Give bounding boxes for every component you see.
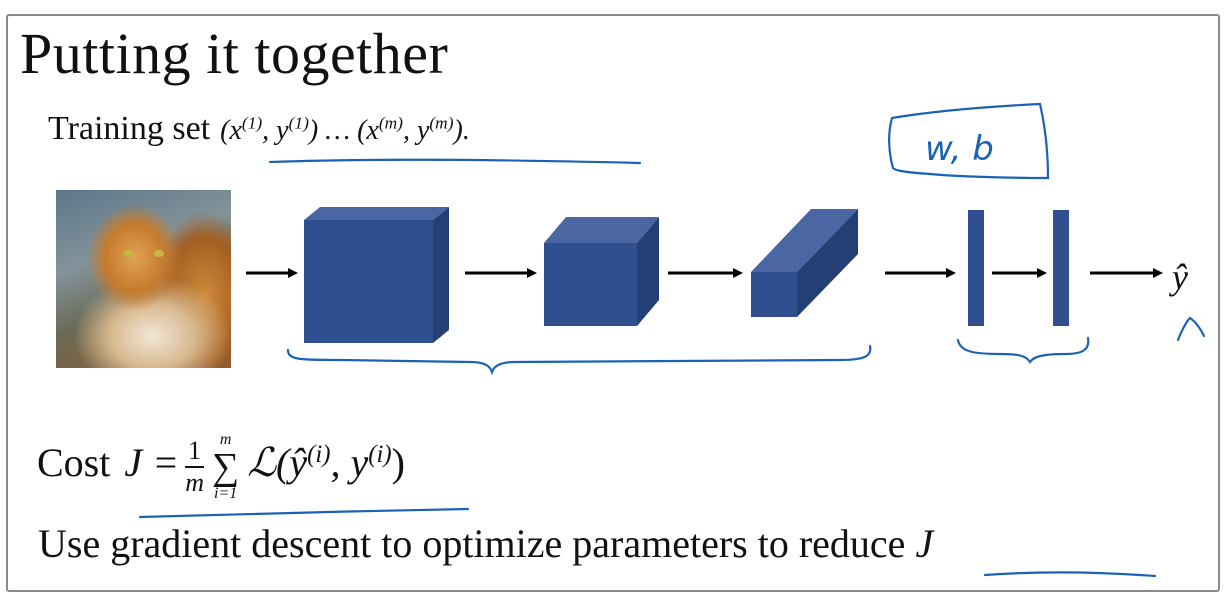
ink-brace-fc <box>956 336 1090 364</box>
cat-eye <box>154 250 164 257</box>
loss-mid: , y <box>330 440 369 486</box>
math-part: … <box>318 115 358 146</box>
training-set-label: Training set <box>48 110 211 147</box>
training-set-line: Training set(x(1), y(1)) … (x(m), y(m)). <box>48 110 470 148</box>
use-prefix: Use gradient descent to optimize paramet… <box>38 521 799 566</box>
output-yhat: ŷ <box>1172 257 1188 297</box>
conv-block-2 <box>544 217 659 326</box>
ink-brace-conv <box>286 344 872 376</box>
fc-layer-1 <box>968 210 984 326</box>
conv-block-3 <box>751 209 858 317</box>
math-part: ) <box>308 115 319 146</box>
math-sup: (1) <box>241 113 263 133</box>
math-sup: (1) <box>288 113 309 133</box>
use-reduce: reduce <box>798 521 906 566</box>
training-set-math: (x(1), y(1)) … (x(m), y(m)). <box>220 113 470 146</box>
cost-lhs: J = <box>124 440 180 486</box>
summation: m∑i=1 <box>212 432 239 502</box>
gradient-descent-line: Use gradient descent to optimize paramet… <box>38 520 933 567</box>
ink-underline-reduce <box>983 571 1157 578</box>
fraction-denominator: m <box>185 468 204 497</box>
math-part: , y <box>262 115 289 146</box>
ink-arrow-yhat <box>1176 316 1206 342</box>
math-sup: (m) <box>378 113 403 133</box>
ink-underline-training <box>268 158 642 165</box>
loss-close: ) <box>391 440 405 486</box>
loss-sup-a: (i) <box>307 440 331 468</box>
math-part: , y <box>402 115 430 146</box>
sum-upper: m <box>219 431 232 448</box>
use-var-j: J <box>915 521 934 566</box>
cat-image <box>56 190 231 368</box>
math-part: (x <box>357 115 379 146</box>
ink-underline-cost <box>138 507 470 519</box>
math-part: ). <box>453 115 470 146</box>
math-part: (x <box>220 115 242 146</box>
fraction-numerator: 1 <box>185 438 205 468</box>
sum-symbol: ∑ <box>212 446 240 488</box>
conv-block-1 <box>304 207 449 343</box>
ink-wb-box <box>888 102 1050 180</box>
math-sup: (m) <box>429 113 454 133</box>
sum-lower: i=1 <box>214 485 238 502</box>
cat-eye <box>124 250 134 257</box>
cost-label: Cost <box>37 440 111 486</box>
loss-sup-b: (i) <box>368 440 392 468</box>
fc-layer-2 <box>1053 210 1069 326</box>
slide-title: Putting it together <box>20 21 449 86</box>
loss-open: ℒ(ŷ <box>247 440 308 486</box>
ink-wb-text: w, b <box>925 129 994 169</box>
